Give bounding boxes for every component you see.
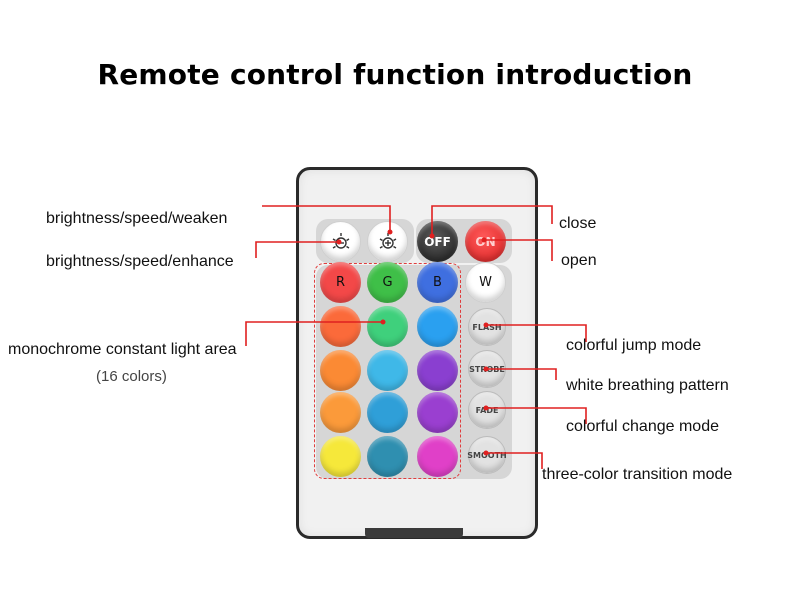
label-open: open <box>561 252 597 269</box>
color-button-r1-c2[interactable] <box>367 306 408 347</box>
color-button-r2-c1[interactable] <box>320 350 361 391</box>
green-button[interactable]: G <box>367 262 408 303</box>
fade-leader <box>486 407 587 424</box>
mono-leader <box>245 321 383 346</box>
color-button-r2-c3[interactable] <box>417 350 458 391</box>
label-flash: colorful jump mode <box>566 337 702 354</box>
red-button[interactable]: R <box>320 262 361 303</box>
strobe-leader <box>486 368 557 380</box>
brightness-up-button[interactable] <box>367 221 408 262</box>
color-button-r2-c2[interactable] <box>367 350 408 391</box>
label-monochrome-count: (16 colors) <box>96 368 167 385</box>
color-button-r3-c2[interactable] <box>367 392 408 433</box>
label-smooth: three-color transition mode <box>542 466 733 483</box>
color-button-r4-c3[interactable] <box>417 436 458 477</box>
label-monochrome: monochrome constant light area <box>8 341 237 358</box>
sun-bright-icon <box>379 232 396 249</box>
smooth-leader <box>486 452 543 469</box>
color-button-r1-c3[interactable] <box>417 306 458 347</box>
white-button[interactable]: W <box>465 262 506 303</box>
color-button-r4-c1[interactable] <box>320 436 361 477</box>
open-leader <box>484 239 553 261</box>
label-close: close <box>559 215 597 232</box>
color-button-r4-c2[interactable] <box>367 436 408 477</box>
color-button-r3-c1[interactable] <box>320 392 361 433</box>
color-button-r1-c1[interactable] <box>320 306 361 347</box>
remote-battery-slot <box>365 528 463 538</box>
page-title: Remote control function introduction <box>97 58 693 91</box>
label-enhance: brightness/speed/enhance <box>46 253 234 270</box>
flash-leader <box>486 324 587 342</box>
weaken-leader <box>262 205 391 232</box>
blue-button[interactable]: B <box>417 262 458 303</box>
close-leader <box>431 205 553 236</box>
color-button-r3-c3[interactable] <box>417 392 458 433</box>
enhance-leader <box>255 241 339 258</box>
label-weaken: brightness/speed/weaken <box>46 210 228 227</box>
label-strobe: white breathing pattern <box>566 377 729 394</box>
label-fade: colorful change mode <box>566 418 719 435</box>
